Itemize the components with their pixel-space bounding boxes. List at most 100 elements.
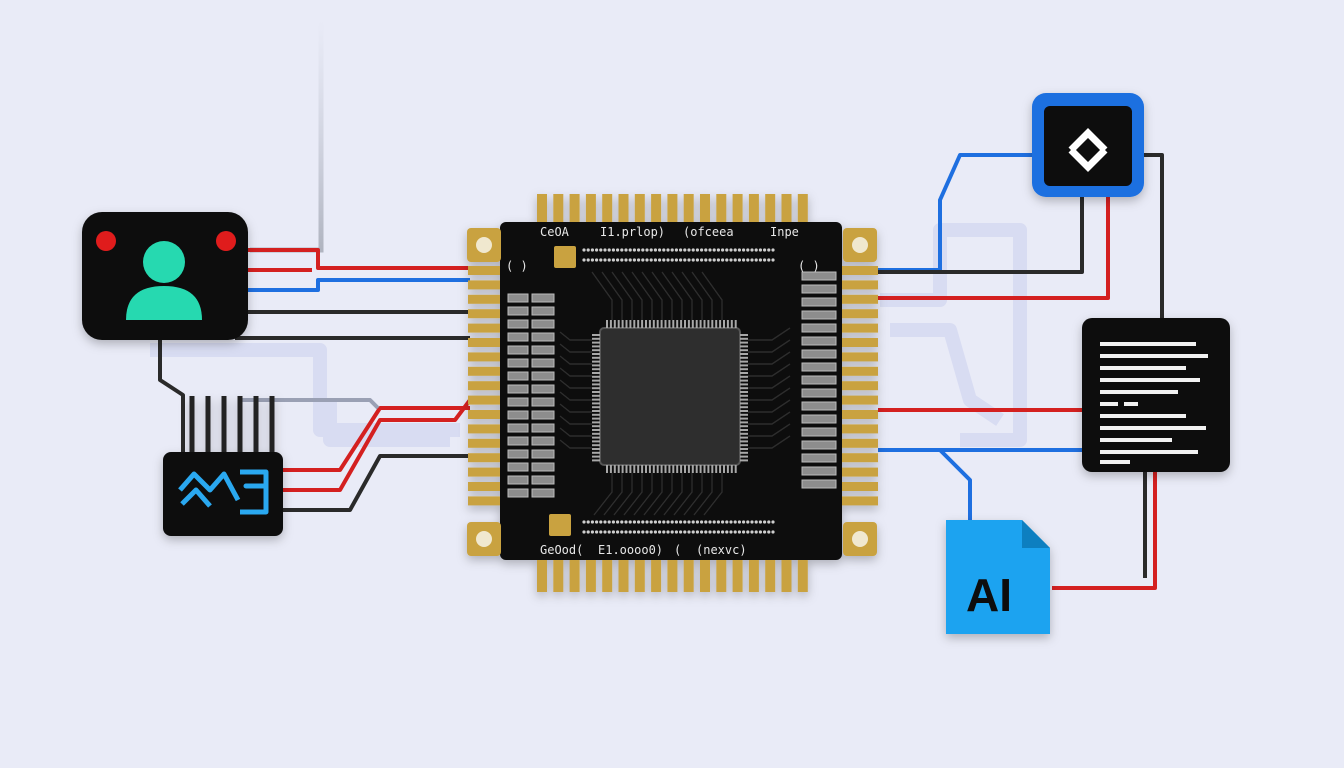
chip-label-top-4: Inpe [770,225,799,239]
die-pin [699,320,702,328]
dot [716,530,721,534]
dot [771,248,775,252]
resistor-pad [801,440,837,450]
dot [582,248,586,252]
die-pin [684,465,686,473]
trace [623,473,643,516]
die-pin [707,465,710,473]
dot [590,248,595,252]
ai-file-icon[interactable]: AI [946,520,1050,634]
gold-pin-right [842,266,878,275]
die-pin [719,320,722,328]
dot [771,520,775,524]
gold-pin-bottom [602,560,613,592]
dot [712,530,716,534]
dot [599,248,603,252]
die-pin [592,337,600,340]
resistor-pad [507,462,529,472]
dot [590,258,595,262]
resistor-pad [507,397,529,407]
dot [683,258,687,262]
dot [670,248,674,252]
gold-pin-bottom [748,560,759,592]
resistor-pad [531,358,555,368]
gold-pin-left [468,338,502,347]
trace [748,339,791,353]
die-pin [691,465,694,473]
trace [559,391,592,401]
dot [758,248,763,252]
dot [683,248,687,252]
die-pin [699,465,702,473]
dot [595,258,599,262]
resistor-pad [801,297,837,307]
die-pin [740,387,748,390]
gold-pin-left [468,438,502,448]
resistor-pad [801,362,837,372]
dot [603,520,607,524]
trace [633,473,653,516]
die-pin [740,353,748,355]
chip-label-bottom-2: E1.oooo0) [598,543,663,557]
gold-pin-top [716,194,727,224]
resistor-pads-right [801,271,837,489]
dot [599,520,603,524]
dot [599,530,603,534]
die-pin [609,465,612,473]
resistor-pad [801,284,837,294]
wave-module[interactable] [163,396,283,536]
die-pin [740,421,748,424]
die-pin [715,465,718,473]
die-pin [740,406,748,409]
dot [725,248,729,252]
gold-pin-left [468,352,502,362]
die-pin [645,320,647,328]
user-device[interactable] [82,212,248,340]
resistor-pad [531,410,555,420]
die-pin [592,379,600,382]
trace [611,271,633,320]
die-pin [592,353,600,355]
logo-badge[interactable] [1032,93,1144,197]
dot [616,248,620,252]
die-pin [711,465,714,473]
trace [559,367,592,377]
die-pin [629,465,632,473]
dot [763,520,767,524]
gold-pin-right [842,338,878,347]
dot [721,248,725,252]
gold-pin-bottom [553,560,564,592]
dot [763,530,767,534]
dot [687,258,691,262]
text-panel[interactable] [1082,318,1230,472]
trace [559,343,592,353]
gold-pin-top [602,194,613,224]
dot [771,258,775,262]
dot [595,530,599,534]
gold-pin-right [842,438,878,448]
dot [649,248,653,252]
resistor-pad [531,345,555,355]
dot [674,258,679,262]
trace [651,271,673,320]
gold-pin-left [468,294,502,304]
dot [666,530,670,534]
right-wires [878,153,1164,590]
chip-mark-left-2: ( ) [798,259,820,273]
dot [729,248,733,252]
die-pin [676,465,679,473]
dot [611,248,616,252]
resistor-pad [507,488,529,498]
dot [679,248,683,252]
dot [687,248,691,252]
dot [725,258,729,262]
die-pin [715,320,718,328]
dot [658,520,662,524]
die-pin [740,410,748,412]
resistor-pad [531,319,555,329]
chip-mark-left-1: ( ) [506,259,528,273]
dot [582,520,586,524]
dot [641,258,645,262]
dot [666,520,670,524]
die-pin [734,320,737,328]
